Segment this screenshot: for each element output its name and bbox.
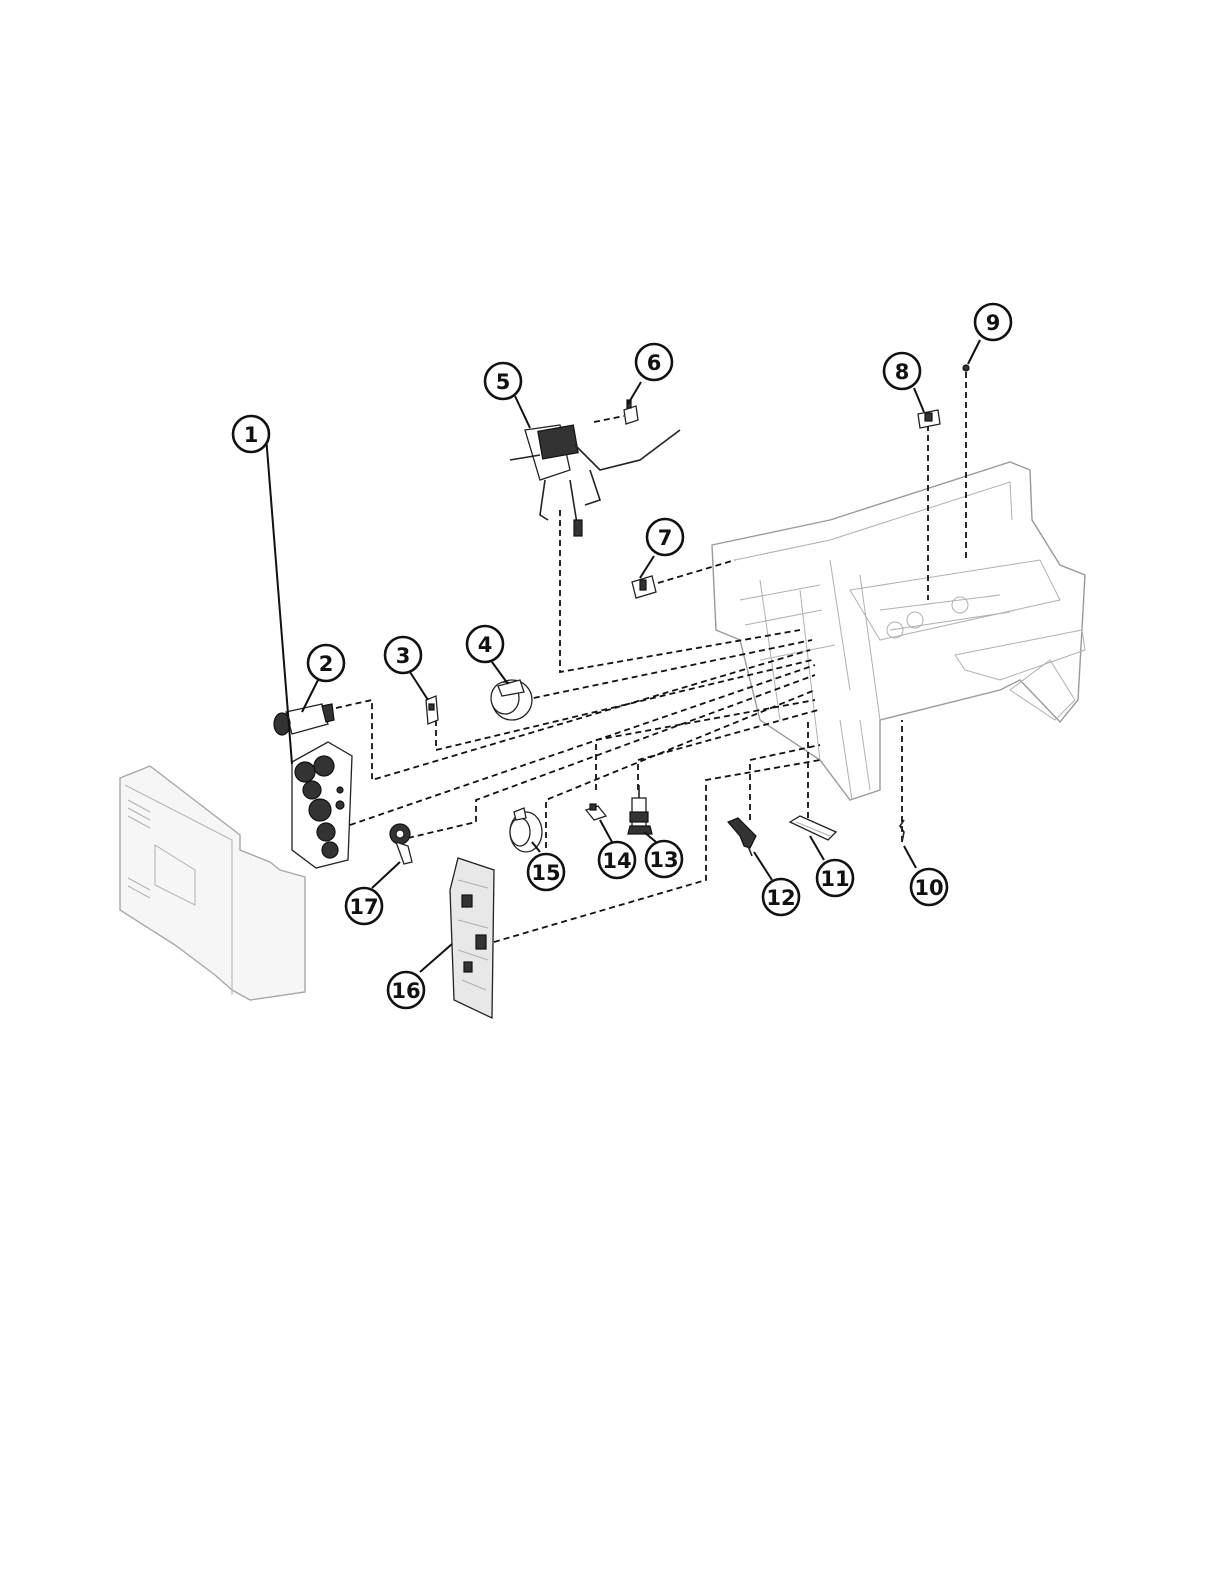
part-1-gear-assembly (292, 742, 352, 868)
part-5-sensor-harness-assembly (510, 425, 680, 536)
callout-label-12: 12 (766, 886, 795, 910)
part-17-gear-lever (390, 824, 412, 864)
part-13-actuator (628, 785, 652, 834)
part-3-bracket (426, 696, 438, 724)
side-cover (120, 766, 305, 1000)
part-12-lever (728, 818, 756, 856)
callout-label-14: 14 (602, 849, 631, 873)
callout-label-6: 6 (647, 351, 662, 375)
part-15-motor (510, 808, 542, 852)
part-8-sensor (918, 410, 940, 428)
printer-frame (712, 462, 1085, 800)
part-7-sensor (632, 576, 656, 598)
callout-label-4: 4 (478, 633, 493, 657)
part-9-screw (963, 365, 969, 371)
callout-label-1: 1 (244, 423, 259, 447)
callout-label-3: 3 (396, 644, 411, 668)
callout-label-7: 7 (658, 526, 673, 550)
callout-label-9: 9 (986, 311, 1001, 335)
part-6-sensor (624, 400, 638, 424)
part-4-motor (491, 680, 532, 720)
part-16-controller-board (450, 858, 494, 1018)
callout-label-13: 13 (649, 848, 678, 872)
callout-label-8: 8 (895, 360, 910, 384)
callout-label-11: 11 (820, 867, 849, 891)
callout-label-5: 5 (496, 370, 511, 394)
callout-label-15: 15 (531, 861, 560, 885)
callout-label-10: 10 (914, 876, 943, 900)
callout-label-2: 2 (319, 652, 334, 676)
callout-label-16: 16 (391, 979, 420, 1003)
part-14-clip (586, 804, 606, 820)
part-11-bar (790, 816, 836, 840)
callout-label-17: 17 (349, 895, 378, 919)
